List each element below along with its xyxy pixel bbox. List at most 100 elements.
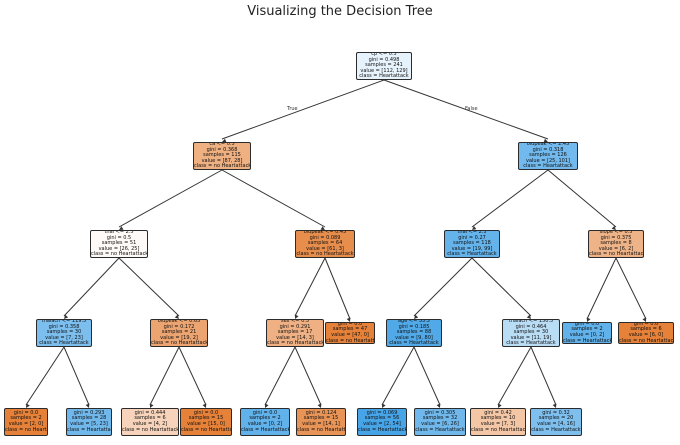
- tree-node-line: samples = 126: [529, 152, 567, 159]
- tree-edge-n2-n5: [471, 169, 549, 228]
- tree-edge-n12-n23: [497, 346, 532, 406]
- tree-node-line: samples = 88: [396, 329, 432, 336]
- tree-edge-arrow-n9-n19: [264, 403, 269, 408]
- tree-node-line: value = [14, 1]: [302, 421, 340, 427]
- tree-node-line: age <= 55.5: [397, 319, 430, 325]
- tree-node-line: value = [7, 23]: [45, 334, 83, 341]
- tree-node-line: samples = 241: [365, 62, 403, 69]
- tree-edge-n4-n10: [324, 257, 351, 320]
- tree-edge-n0-n2: [383, 79, 549, 140]
- tree-edge-n7-n15: [25, 346, 65, 406]
- tree-node-line: sex <= 0.5: [280, 319, 310, 325]
- tree-node-line: value = [2, 54]: [363, 421, 401, 427]
- tree-node-line: class = no Heartattack: [151, 340, 208, 347]
- tree-node-line: class = no Heartattack: [122, 426, 179, 433]
- tree-node-line: oldpeak <= 0.65: [157, 319, 201, 325]
- tree-node-line: class = no Heartattack: [267, 340, 324, 347]
- tree-node-line: class = Heartattack: [67, 426, 112, 433]
- tree-edge-arrow-n5-n12: [526, 314, 531, 319]
- tree-node-line: class = Heartattack: [358, 426, 407, 433]
- tree-node-line: class = Heartattack: [241, 426, 290, 433]
- tree-node-line: value = [7, 3]: [480, 421, 516, 427]
- tree-node-line: gini = 0.0: [13, 409, 39, 416]
- tree-edge-arrow-n6-n13: [586, 317, 591, 322]
- tree-edge-n8-n18: [178, 346, 207, 406]
- tree-node-line: gini = 0.124: [305, 409, 337, 416]
- tree-node-line: gini = 0.32: [542, 409, 570, 416]
- tree-edge-n9-n20: [294, 346, 322, 406]
- page-title: Visualizing the Decision Tree: [247, 4, 433, 19]
- tree-edge-arrow-n7-n16: [85, 403, 90, 408]
- tree-node-line: samples = 51: [101, 240, 137, 247]
- tree-node-line: value = [4, 16]: [537, 421, 575, 427]
- tree-edge-n5-n12: [471, 257, 532, 317]
- tree-node-line: value = [6, 2]: [598, 245, 634, 252]
- tree-edge-arrow-n4-n10: [346, 317, 351, 322]
- tree-node-line: gini = 0.172: [163, 323, 195, 330]
- tree-node-line: gini = 0.27: [458, 234, 486, 241]
- tree-node-line: gini = 0.0: [337, 322, 363, 327]
- tree-edge-n11-n21: [381, 346, 415, 406]
- tree-node-line: thal <= 2.5: [104, 230, 134, 236]
- tree-node-line: samples = 2: [249, 415, 281, 422]
- tree-edge-n3-n7: [63, 257, 120, 317]
- tree-edge-arrow-n1-n4: [320, 226, 325, 230]
- tree-node-line: samples = 56: [364, 415, 400, 422]
- tree-edge-arrow-n3-n8: [174, 314, 179, 319]
- tree-node-line: value = [61, 3]: [306, 245, 344, 252]
- tree-node-line: class = no Heartattack: [589, 251, 644, 258]
- tree-node-line: class = Heartattack: [415, 426, 465, 433]
- tree-node-line: gini = 0.464: [515, 323, 547, 330]
- tree-edge-n1-n3: [118, 169, 223, 228]
- tree-edge-arrow-n11-n21: [382, 403, 386, 408]
- tree-edge-n8-n17: [149, 346, 180, 406]
- tree-edge-n4-n9: [294, 257, 326, 317]
- tree-node-line: class = no Heartattack: [91, 251, 148, 258]
- tree-node-line: gini = 0.42: [484, 409, 512, 416]
- tree-node-line: gini = 0.0: [193, 409, 219, 416]
- tree-node-line: thalach <= 119.5: [41, 319, 87, 325]
- tree-edge-arrow-n6-n14: [642, 317, 647, 322]
- tree-node-line: value = [14, 3]: [276, 334, 314, 341]
- tree-edge-arrow-n9-n20: [317, 403, 322, 408]
- tree-edge-arrow-n2-n6: [611, 225, 616, 230]
- tree-node-line: class = no Heartattack: [297, 426, 346, 433]
- tree-node-line: gini = 0.358: [48, 323, 80, 330]
- tree-node-line: value = [26, 25]: [98, 245, 140, 252]
- edge-label-true: True: [287, 106, 298, 112]
- tree-node-line: samples = 47: [332, 326, 368, 333]
- tree-edge-arrow-n3-n7: [64, 314, 69, 319]
- tree-node-line: oldpeak <= 2.45: [526, 142, 570, 148]
- tree-node-line: gini = 0.0: [252, 409, 278, 416]
- tree-node-line: value = [19, 2]: [160, 334, 198, 341]
- tree-node-line: value = [15, 0]: [187, 421, 225, 427]
- tree-edge-arrow-n7-n15: [26, 403, 30, 408]
- tree-node-line: value = [6, 26]: [421, 421, 459, 427]
- tree-node-line: class = no Heartattack: [619, 337, 674, 344]
- tree-edge-arrow-n8-n17: [149, 403, 154, 408]
- tree-node-line: samples = 30: [46, 329, 82, 336]
- tree-node-line: samples = 15: [303, 415, 339, 422]
- tree-node-line: value = [47, 0]: [331, 332, 369, 338]
- tree-edge-arrow-n12-n24: [552, 403, 557, 408]
- tree-node-line: gini = 0.305: [424, 409, 456, 416]
- tree-node-line: class = Heartattack: [523, 163, 573, 170]
- tree-node-line: class = no Heartattack: [296, 251, 354, 258]
- tree-node-line: thalach <= 150.5: [508, 319, 554, 325]
- tree-node-line: class = Heartattack: [531, 426, 581, 433]
